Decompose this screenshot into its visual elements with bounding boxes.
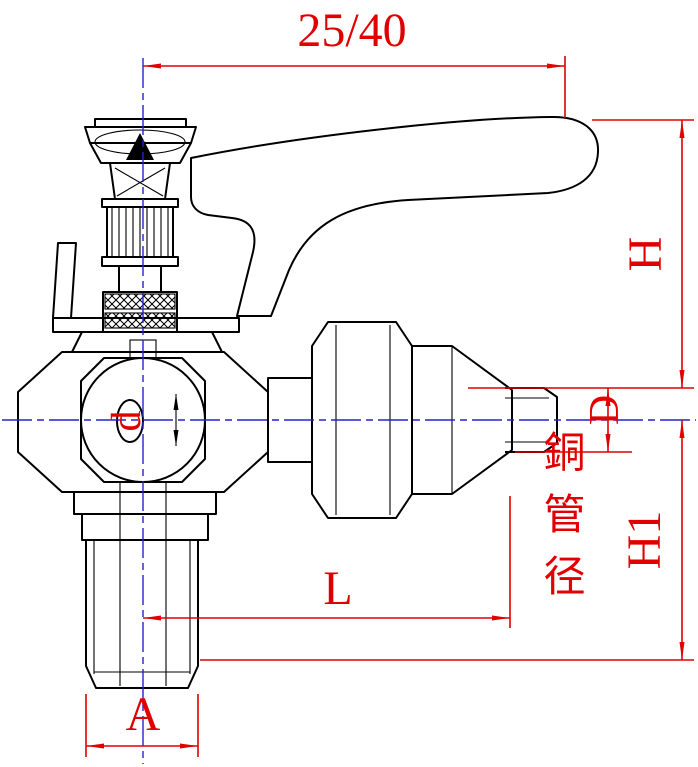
ball-housing (80, 357, 206, 483)
stem-neck (109, 162, 171, 200)
dim-a-label: A (126, 688, 161, 741)
stem-assembly (84, 118, 197, 333)
body-octagon (17, 351, 269, 493)
dim-bore-label: d (104, 411, 150, 432)
handle-outline (190, 115, 600, 317)
port-flange-upper (73, 491, 217, 515)
dim-top-label: 25/40 (297, 4, 406, 57)
dim-d-label: D (582, 395, 628, 425)
pipe-diameter-note: 銅管径 (537, 430, 583, 616)
dim-h1-label: H1 (618, 511, 671, 570)
male-thread (85, 539, 199, 689)
ball-bore (116, 399, 144, 443)
cap-pin (126, 133, 154, 160)
handle-fork-left (52, 242, 77, 319)
stem-shaft (118, 265, 162, 293)
packing-seal-lower (104, 312, 176, 329)
knurl-flange-bottom (101, 256, 179, 267)
centerlines (2, 58, 696, 764)
cap-body (89, 142, 192, 164)
cap-top (94, 118, 187, 128)
dimensions: 25/40 H D H1 L A d (85, 4, 694, 757)
knurl-lines (111, 207, 169, 257)
port-flange-lower (81, 513, 209, 541)
dim-h-label: H (619, 237, 672, 272)
dim-l-label: L (323, 562, 352, 615)
neck-cross-2 (116, 167, 166, 197)
packing-seal-upper (104, 293, 176, 310)
bottom-thread (73, 491, 217, 689)
bonnet (71, 331, 223, 353)
neck-cross-1 (114, 167, 164, 197)
knurl-flange-top (101, 198, 179, 208)
